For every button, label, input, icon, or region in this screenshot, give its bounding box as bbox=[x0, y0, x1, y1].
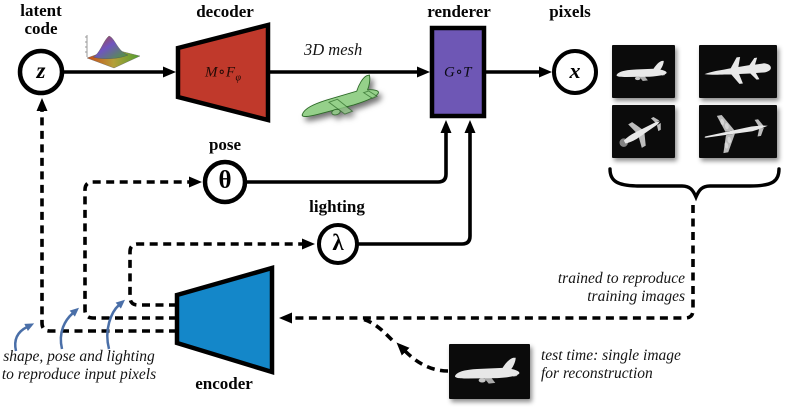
pixels-label: pixels bbox=[549, 2, 591, 21]
bomber-plane-silhouette-icon bbox=[703, 108, 773, 155]
dashed-arrow-encoder-to-lighting bbox=[128, 238, 315, 307]
dashed-arrow-training-to-encoder bbox=[279, 205, 695, 324]
renderer-box bbox=[429, 25, 487, 119]
dashed-curve-join-training-line bbox=[361, 317, 394, 342]
latent-code-label: latent code bbox=[20, 1, 62, 38]
test-image-airliner bbox=[449, 344, 530, 399]
decoder-trapezoid bbox=[175, 22, 271, 123]
training-image-fighter-jet bbox=[699, 45, 777, 98]
decoder-formula: M∘Fφ bbox=[204, 64, 242, 84]
dashed-arrow-test-image-curve bbox=[396, 342, 449, 373]
arrow-lighting-to-renderer bbox=[356, 120, 476, 246]
green-airplane-mesh-icon bbox=[297, 67, 387, 131]
renderer-label: renderer bbox=[427, 2, 491, 21]
annotation-shape-pose-lighting: shape, pose and lighting to reproduce in… bbox=[1, 348, 157, 384]
annotation-trained-to-reproduce: trained to reproduce training images bbox=[557, 270, 685, 306]
fighter-jet-silhouette-icon bbox=[703, 48, 773, 95]
training-image-propeller-plane bbox=[612, 105, 675, 158]
pose-label: pose bbox=[208, 135, 242, 154]
curly-brace bbox=[608, 167, 781, 202]
encoder-trapezoid bbox=[174, 265, 275, 376]
training-image-bomber bbox=[699, 105, 777, 158]
pixels-x-symbol: x bbox=[569, 57, 581, 83]
renderer-formula: G∘T bbox=[443, 64, 473, 81]
pose-theta-circle bbox=[202, 159, 248, 205]
dashed-arrow-encoder-to-pose bbox=[83, 176, 202, 320]
mesh-arrow-label: 3D mesh bbox=[304, 40, 363, 59]
pixels-x-circle bbox=[552, 49, 598, 95]
airliner-silhouette-icon bbox=[615, 48, 672, 95]
training-image-airliner bbox=[612, 45, 675, 98]
latent-z-circle bbox=[17, 48, 65, 96]
lighting-lambda-symbol: λ bbox=[332, 229, 344, 255]
annotation-arrow-pose bbox=[59, 307, 80, 350]
gaussian-surface-plot-icon bbox=[85, 35, 141, 69]
annotation-test-time: test time: single image for reconstructi… bbox=[541, 347, 681, 383]
lighting-lambda-circle bbox=[317, 223, 359, 265]
propeller-plane-silhouette-icon bbox=[615, 108, 672, 155]
arrow-pose-to-renderer bbox=[245, 120, 452, 184]
pose-theta-symbol: θ bbox=[218, 166, 232, 194]
airliner-silhouette-icon bbox=[453, 347, 526, 395]
latent-z-symbol: z bbox=[36, 57, 46, 83]
annotation-arrow-lighting bbox=[106, 299, 126, 350]
lighting-label: lighting bbox=[309, 197, 365, 216]
annotation-arrow-shape bbox=[14, 323, 35, 352]
dashed-arrow-encoder-to-z bbox=[36, 98, 177, 333]
decoder-label: decoder bbox=[196, 2, 254, 21]
encoder-label: encoder bbox=[195, 374, 253, 393]
